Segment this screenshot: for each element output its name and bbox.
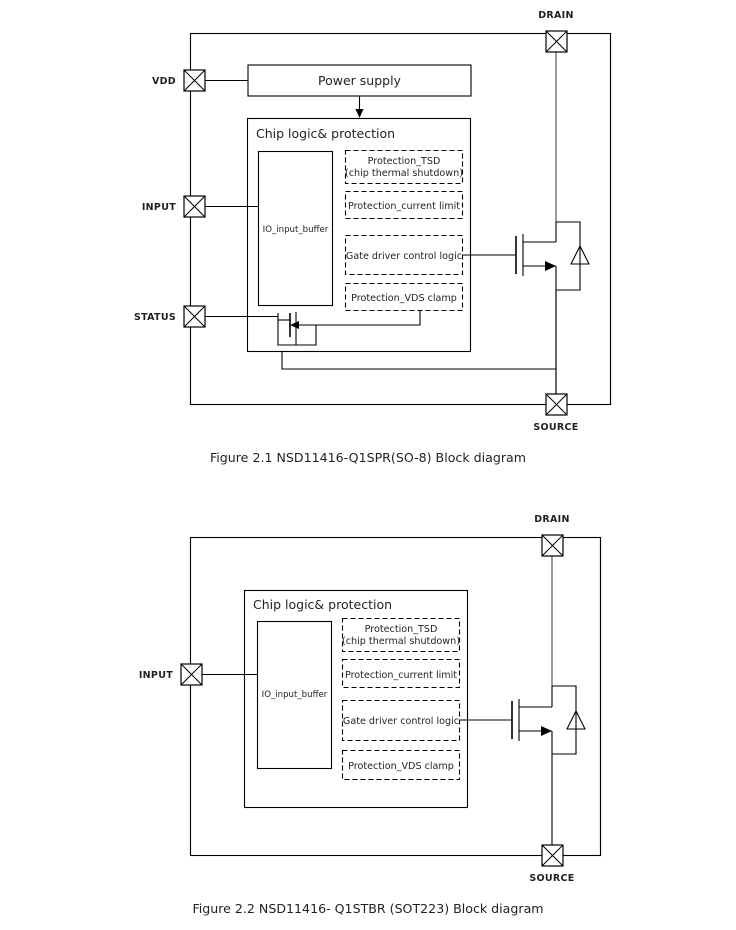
block-label-protection-tsd-line2: (chip thermal shutdown) bbox=[345, 168, 463, 179]
power-supply-arrowhead bbox=[355, 109, 364, 118]
block-io-input-buffer bbox=[257, 150, 334, 307]
mosfet-source-arrow bbox=[545, 261, 556, 271]
pin-pad-input-2 bbox=[180, 663, 203, 686]
block-label-protection-current-limit-2: Protection_current limit bbox=[345, 670, 457, 681]
pin-label-source-2: SOURCE bbox=[529, 873, 574, 884]
pin-pad-drain bbox=[545, 30, 568, 53]
block-label-protection-vds-2: Protection_VDS clamp bbox=[348, 761, 454, 772]
block-io-input-buffer-2 bbox=[256, 620, 333, 770]
block-protection-vds-clamp bbox=[344, 282, 464, 312]
pin-pad-source-2 bbox=[541, 844, 564, 867]
block-label-gate-driver: Gate driver control logic bbox=[346, 251, 462, 262]
figure-2-1-block-diagram: DRAIN VDD Power supply Chip logic& prote… bbox=[134, 10, 612, 433]
block-protection-tsd bbox=[344, 149, 464, 185]
device-power-mosfet-2 bbox=[459, 685, 586, 856]
block-label-protection-tsd-2-line2: (chip thermal shutdown) bbox=[342, 636, 460, 647]
pin-pad-vdd bbox=[183, 69, 206, 92]
block-label-chip-logic: Chip logic& protection bbox=[256, 126, 395, 141]
block-protection-current-limit bbox=[344, 190, 464, 220]
block-label-power-supply: Power supply bbox=[318, 73, 402, 88]
status-mosfet-arrow bbox=[290, 321, 299, 329]
block-label-protection-vds: Protection_VDS clamp bbox=[351, 293, 457, 304]
pin-label-status: STATUS bbox=[134, 312, 176, 323]
block-label-protection-tsd-line1: Protection_TSD bbox=[368, 156, 441, 167]
block-protection-current-limit-2 bbox=[341, 658, 461, 689]
source-feedback-wire bbox=[281, 351, 556, 370]
device-power-mosfet bbox=[462, 221, 590, 405]
block-gate-driver-control-logic-2 bbox=[341, 699, 461, 742]
pin-pad-status bbox=[183, 305, 206, 328]
block-label-protection-current-limit: Protection_current limit bbox=[348, 201, 460, 212]
body-diode-triangle bbox=[570, 244, 590, 265]
block-power-supply bbox=[247, 64, 472, 97]
pin-label-drain: DRAIN bbox=[538, 10, 574, 21]
block-label-io-input-buffer-2: IO_input_buffer bbox=[262, 690, 328, 700]
pin-pad-drain-2 bbox=[541, 534, 564, 557]
pin-pad-input bbox=[183, 195, 206, 218]
drain-right-return-wire bbox=[556, 32, 612, 406]
drain-right-return-wire-2 bbox=[552, 536, 602, 857]
pin-label-vdd: VDD bbox=[152, 76, 176, 87]
figure-2-1-caption: Figure 2.1 NSD11416-Q1SPR(SO-8) Block di… bbox=[209, 450, 526, 465]
pin-label-source: SOURCE bbox=[533, 422, 578, 433]
figure-2-2-caption: Figure 2.2 NSD11416- Q1STBR (SOT223) Blo… bbox=[192, 901, 544, 916]
block-label-chip-logic-2: Chip logic& protection bbox=[253, 597, 392, 612]
figure-2-2-block-diagram: DRAIN Chip logic& protection IO_input_bu… bbox=[139, 514, 602, 884]
block-protection-vds-clamp-2 bbox=[341, 749, 461, 781]
block-label-io-input-buffer: IO_input_buffer bbox=[263, 225, 329, 235]
block-gate-driver-control-logic bbox=[344, 234, 464, 276]
vds-clamp-to-status-wire bbox=[316, 310, 421, 326]
block-label-protection-tsd-2-line1: Protection_TSD bbox=[365, 624, 438, 635]
pin-pad-source bbox=[545, 393, 568, 416]
device-status-mosfet bbox=[278, 312, 316, 345]
body-diode-triangle-2 bbox=[566, 709, 586, 730]
mosfet-source-arrow-2 bbox=[541, 726, 552, 736]
status-feedback-wire bbox=[277, 313, 317, 346]
block-label-gate-driver-2: Gate driver control logic bbox=[343, 716, 459, 727]
pin-label-input: INPUT bbox=[142, 202, 176, 213]
block-protection-tsd-2 bbox=[341, 617, 461, 653]
pin-label-input-2: INPUT bbox=[139, 670, 173, 681]
pin-label-drain-2: DRAIN bbox=[534, 514, 570, 525]
